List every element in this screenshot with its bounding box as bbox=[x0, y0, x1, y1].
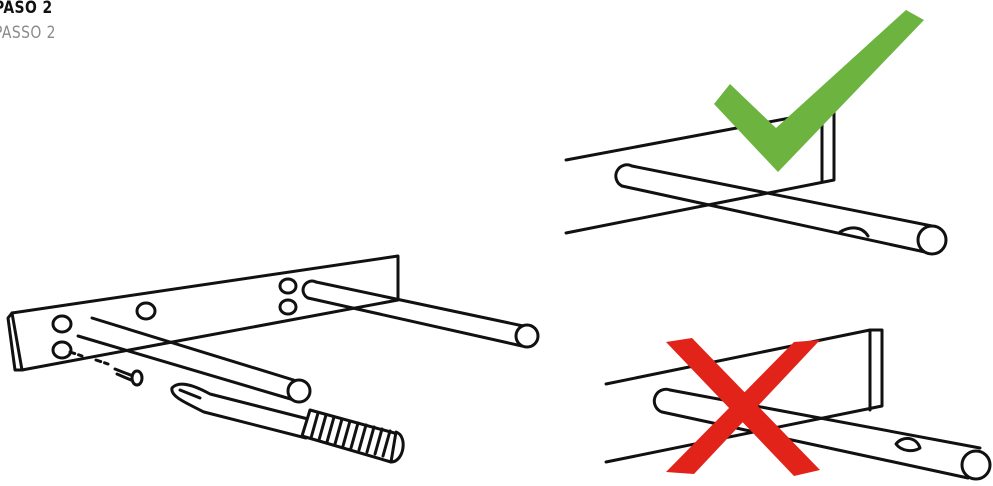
incorrect-example-panel bbox=[604, 328, 992, 481]
screwdriver-grip-lines bbox=[309, 411, 392, 458]
bracket-holes bbox=[51, 277, 298, 360]
step-subtitle: PASSO 2 bbox=[0, 23, 56, 43]
correct-example-panel bbox=[564, 10, 948, 256]
screw-icon bbox=[68, 350, 144, 387]
incorrect-rod bbox=[652, 387, 992, 481]
rear-rod bbox=[301, 279, 540, 349]
checkmark-icon bbox=[714, 10, 924, 172]
step-title: PASO 2 bbox=[0, 0, 53, 18]
screwdriver-icon bbox=[170, 382, 405, 464]
front-rod bbox=[76, 316, 312, 404]
incorrect-wall-bracket bbox=[604, 328, 884, 464]
cross-icon bbox=[666, 338, 820, 476]
main-mounting-panel bbox=[6, 254, 540, 464]
correct-rod bbox=[614, 163, 948, 256]
